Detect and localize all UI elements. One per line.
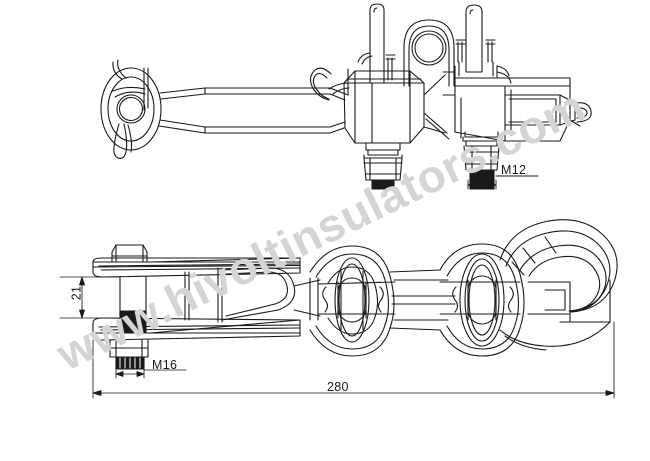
right-u-bolt [442,4,512,84]
side-link-oval-2 [439,243,525,357]
dimension-label-m16: M16 [152,358,178,372]
side-view-group [92,219,618,370]
side-bottom-washer-stack [92,317,301,341]
side-bolt-shaft [119,276,147,334]
side-bottom-hex-nut [109,339,149,370]
top-view-group [100,3,592,190]
side-pin-2 [439,281,521,315]
left-saddle [309,52,373,101]
side-hook-body [499,219,618,351]
dim-m16 [115,368,187,379]
m12-dimension [467,175,539,190]
side-clevis-link [149,257,321,334]
left-u-bolt [369,3,396,84]
dimension-label-height-21: 21 [69,285,84,301]
dimension-label-overall-length: 280 [327,380,349,394]
dim-21 [59,276,121,319]
side-mid-connector [389,269,456,331]
dimension-lines [59,276,615,399]
center-eye [403,19,455,87]
eye-socket [100,59,162,159]
dimension-label-m12: M12 [501,163,527,177]
body-block [343,68,450,144]
dim-280 [92,321,615,399]
clamp-arm [158,87,349,134]
side-pin-1 [309,277,396,321]
side-link-oval-1 [309,245,395,357]
left-bolt-assembly [363,142,403,190]
right-bolt-assembly [462,131,501,190]
side-top-hex-nut [111,244,148,263]
